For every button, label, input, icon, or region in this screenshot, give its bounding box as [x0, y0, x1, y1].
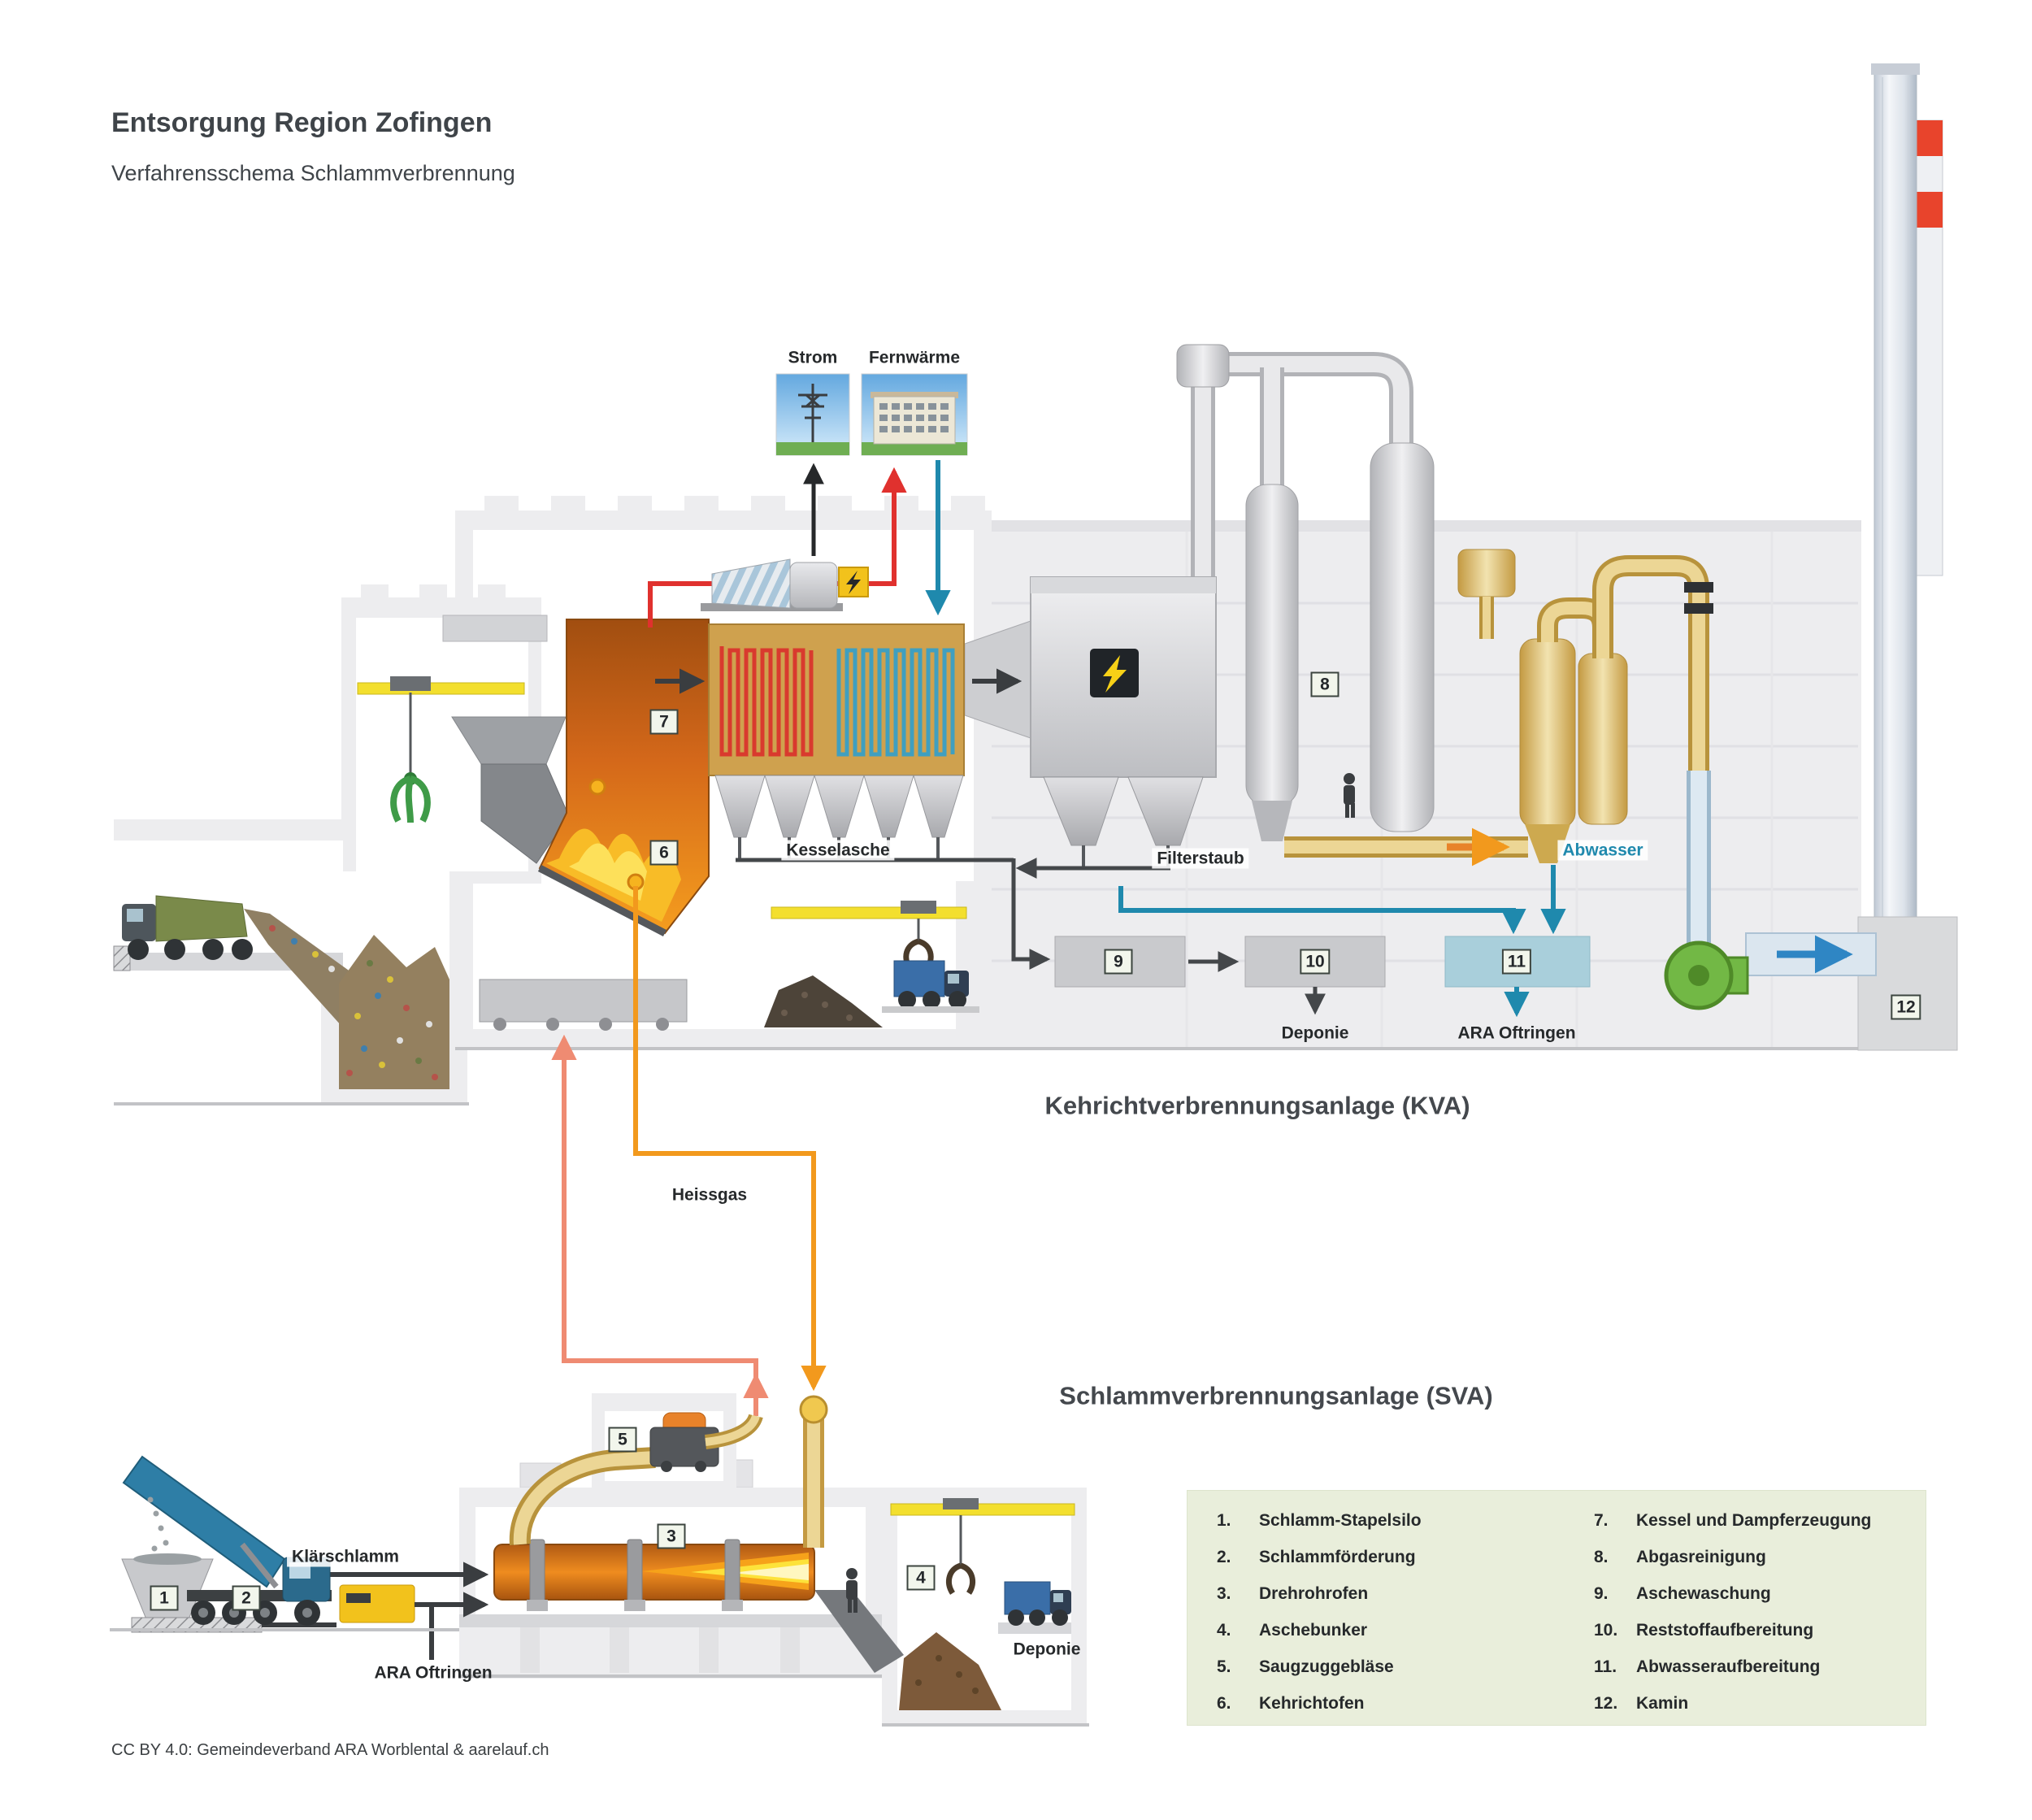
- ara-oftringen-kva-label: ARA Oftringen: [1457, 1023, 1576, 1043]
- sludge-truck: [122, 1455, 332, 1626]
- rotary-kiln: [493, 1539, 815, 1611]
- abwasser-label: Abwasser: [1557, 840, 1648, 861]
- ara-oftringen-sva-label: ARA Oftringen: [374, 1663, 493, 1683]
- deponie-kva-label: Deponie: [1281, 1023, 1349, 1043]
- water-lines: [925, 460, 1566, 1018]
- legend-item: 12.Kamin: [1594, 1693, 1689, 1713]
- deponie-sva-label: Deponie: [1013, 1640, 1081, 1659]
- energy-output: [648, 373, 968, 628]
- badge-8-abgasreinigung: 8: [1310, 671, 1339, 697]
- strom-label: Strom: [788, 348, 838, 367]
- deponie-truck: [1004, 1581, 1071, 1626]
- legend-box: 1.Schlamm-Stapelsilo 2.Schlammförderung …: [1187, 1490, 1926, 1726]
- lightning-icon-small: [846, 571, 861, 594]
- legend-item: 6.Kehrichtofen: [1217, 1693, 1365, 1713]
- building-windows: [879, 403, 949, 432]
- sva-plant: [110, 1393, 1089, 1727]
- badge-7-kessel: 7: [649, 709, 679, 735]
- legend-item: 8.Abgasreinigung: [1594, 1547, 1766, 1566]
- klaerschlamm-label: Klärschlamm: [287, 1546, 404, 1567]
- legend-item: 2.Schlammförderung: [1217, 1547, 1416, 1566]
- person-figure: [846, 1568, 858, 1613]
- lightning-icon: [1103, 655, 1127, 693]
- heissgas-lines: [551, 886, 827, 1416]
- legend-item: 5.Saugzuggebläse: [1217, 1657, 1394, 1676]
- legend-item: 7.Kessel und Dampferzeugung: [1594, 1510, 1872, 1530]
- flue-gas-cleaning: [1176, 344, 1877, 1010]
- pylon-icon: [798, 384, 827, 442]
- credit-line: CC BY 4.0: Gemeindeverband ARA Worblenta…: [111, 1741, 549, 1759]
- waste-delivery: [122, 676, 525, 1089]
- kesselasche-label: Kesselasche: [781, 840, 895, 861]
- badge-10-reststoff: 10: [1300, 949, 1331, 975]
- fernwaerme-pictogram: [861, 373, 968, 456]
- flue-gas-fan: [1664, 940, 1749, 1010]
- induced-draft-fan: [649, 1412, 719, 1472]
- grab-claw: [390, 775, 431, 823]
- legend-item: 3.Drehrohrofen: [1217, 1583, 1369, 1603]
- burner-port: [588, 778, 606, 796]
- page-subtitle: Verfahrensschema Schlammverbrennung: [111, 161, 515, 185]
- badge-12-kamin: 12: [1891, 994, 1921, 1020]
- legend-item: 4.Aschebunker: [1217, 1620, 1368, 1640]
- page-title: Entsorgung Region Zofingen: [111, 107, 493, 138]
- sludge-pump: [339, 1584, 415, 1623]
- badge-6-kehrichtofen: 6: [649, 840, 679, 866]
- chimney-kamin: [1857, 63, 1958, 1051]
- turbine-generator: [701, 558, 869, 611]
- heissgas-label: Heissgas: [666, 1184, 753, 1205]
- badge-2-schlammfoerderung: 2: [232, 1585, 261, 1611]
- badge-9-aschewaschung: 9: [1104, 949, 1133, 975]
- legend-item: 11.Abwasseraufbereitung: [1594, 1657, 1821, 1676]
- person-figure: [1344, 773, 1355, 818]
- legend-item: 9.Aschewaschung: [1594, 1583, 1771, 1603]
- slag-truck: [882, 960, 979, 1013]
- badge-11-abwasseraufb: 11: [1501, 949, 1532, 975]
- sva-section-title: Schlammverbrennungsanlage (SVA): [1059, 1381, 1493, 1410]
- strom-pictogram: [775, 373, 850, 456]
- badge-3-drehrohrofen: 3: [657, 1523, 686, 1549]
- badge-4-aschebunker: 4: [906, 1565, 936, 1591]
- legend-item: 10.Reststoffaufbereitung: [1594, 1620, 1814, 1640]
- legend-item: 1.Schlamm-Stapelsilo: [1217, 1510, 1422, 1530]
- badge-1-schlamm-stapelsilo: 1: [150, 1585, 179, 1611]
- fernwaerme-label: Fernwärme: [868, 348, 961, 367]
- badge-5-saugzuggeblaese: 5: [608, 1427, 637, 1453]
- garbage-truck: [122, 895, 253, 960]
- electrostatic-precipitator: [964, 576, 1217, 867]
- kva-section-title: Kehrichtverbrennungsanlage (KVA): [1044, 1091, 1470, 1120]
- furnace-and-boiler: [451, 619, 979, 1031]
- filterstaub-label: Filterstaub: [1152, 848, 1249, 869]
